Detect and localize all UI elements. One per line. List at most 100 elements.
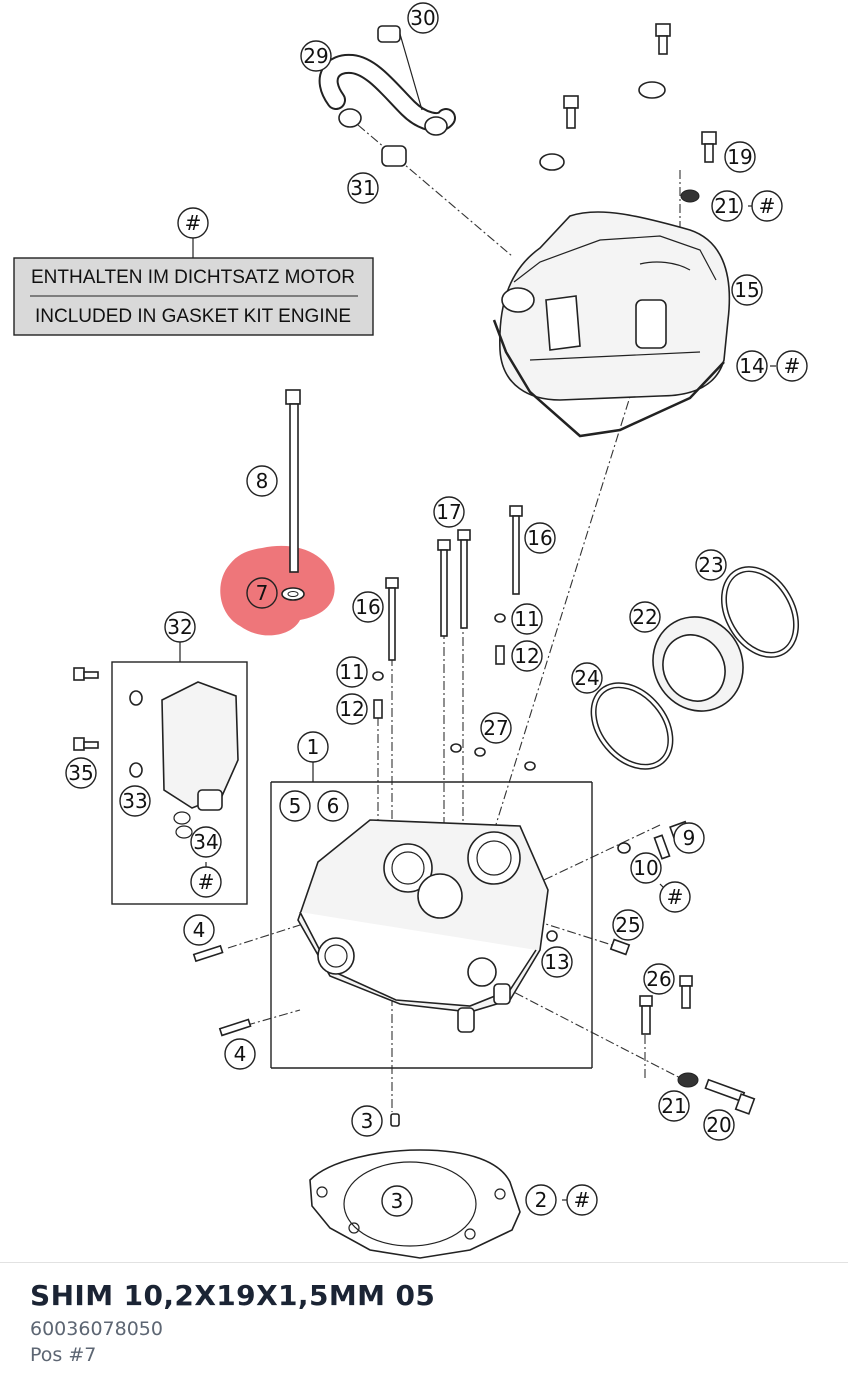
callout-15[interactable]: 15 (731, 274, 763, 306)
callout-4-upper[interactable]: 4 (183, 914, 215, 946)
svg-text:30: 30 (410, 6, 435, 30)
callout-hash-legend[interactable]: # (177, 207, 209, 239)
callout-30[interactable]: 30 (407, 2, 439, 34)
callout-1[interactable]: 1 (297, 731, 329, 763)
callout-12-right[interactable]: 12 (511, 640, 543, 672)
callouts: 7 30 29 31 19 21 # # 15 14 # 8 17 16 23 … (65, 2, 808, 1217)
callout-32[interactable]: 32 (164, 611, 196, 643)
svg-text:6: 6 (327, 794, 340, 818)
cylinder-head (270, 762, 593, 1069)
svg-text:4: 4 (193, 918, 206, 942)
svg-text:#: # (784, 354, 801, 378)
svg-text:13: 13 (544, 950, 569, 974)
cover-bolts (539, 23, 717, 203)
callout-21-top[interactable]: 21 (711, 190, 743, 222)
callout-25[interactable]: 25 (612, 909, 644, 941)
legend-text-en: INCLUDED IN GASKET KIT ENGINE (35, 306, 351, 327)
callout-3-lower[interactable]: 3 (381, 1185, 413, 1217)
svg-text:1: 1 (307, 735, 320, 759)
svg-text:3: 3 (391, 1189, 404, 1213)
callout-13[interactable]: 13 (541, 946, 573, 978)
callout-8[interactable]: 8 (246, 465, 278, 497)
svg-text:#: # (185, 211, 202, 235)
callout-34[interactable]: 34 (190, 826, 222, 858)
cylinder-head-bolt-long (281, 389, 305, 601)
callout-7[interactable]: 7 (246, 577, 278, 609)
callout-33[interactable]: 33 (119, 785, 151, 817)
svg-text:9: 9 (683, 826, 696, 850)
part-position: Pos #7 (30, 1344, 97, 1366)
callout-16-right[interactable]: 16 (524, 522, 556, 554)
svg-text:3: 3 (361, 1109, 374, 1133)
callout-23[interactable]: 23 (695, 549, 727, 581)
svg-text:21: 21 (714, 194, 739, 218)
svg-text:11: 11 (514, 607, 539, 631)
callout-29[interactable]: 29 (300, 40, 332, 72)
callout-hash-21[interactable]: # (751, 190, 783, 222)
callout-21-bottom[interactable]: 21 (658, 1090, 690, 1122)
callout-31[interactable]: 31 (347, 172, 379, 204)
callout-17[interactable]: 17 (433, 496, 465, 528)
callout-hash-10[interactable]: # (659, 881, 691, 913)
svg-text:25: 25 (615, 913, 640, 937)
info-divider (0, 1262, 848, 1263)
callout-5[interactable]: 5 (279, 790, 311, 822)
svg-text:12: 12 (514, 644, 539, 668)
svg-text:31: 31 (350, 176, 375, 200)
svg-text:17: 17 (436, 500, 461, 524)
svg-text:29: 29 (303, 44, 328, 68)
svg-text:15: 15 (734, 278, 759, 302)
part-title: SHIM 10,2X19X1,5MM 05 (30, 1279, 436, 1312)
callout-hash-2[interactable]: # (566, 1184, 598, 1216)
callout-3-upper[interactable]: 3 (351, 1105, 383, 1137)
tensioner-kit (73, 642, 248, 905)
callout-27[interactable]: 27 (480, 712, 512, 744)
svg-text:10: 10 (633, 856, 658, 880)
svg-text:24: 24 (574, 666, 599, 690)
callout-14[interactable]: 14 (736, 350, 768, 382)
callout-hash-34[interactable]: # (190, 866, 222, 898)
legend-text-de: ENTHALTEN IM DICHTSATZ MOTOR (31, 267, 355, 288)
callout-35[interactable]: 35 (65, 757, 97, 789)
callout-22[interactable]: 22 (629, 601, 661, 633)
svg-text:8: 8 (256, 469, 269, 493)
part-info-panel: SHIM 10,2X19X1,5MM 05 60036078050 Pos #7 (30, 1276, 435, 1368)
callout-11-left[interactable]: 11 (336, 656, 368, 688)
callout-19[interactable]: 19 (724, 141, 756, 173)
gasket-kit-legend: ENTHALTEN IM DICHTSATZ MOTOR INCLUDED IN… (13, 238, 374, 336)
breather-hose (318, 25, 456, 167)
svg-text:#: # (574, 1188, 591, 1212)
svg-text:27: 27 (483, 716, 508, 740)
callout-24[interactable]: 24 (571, 662, 603, 694)
svg-text:14: 14 (739, 354, 764, 378)
callout-2[interactable]: 2 (525, 1184, 557, 1216)
callout-20[interactable]: 20 (703, 1109, 735, 1141)
svg-text:26: 26 (646, 967, 671, 991)
head-gasket (309, 1149, 521, 1259)
svg-text:16: 16 (527, 526, 552, 550)
svg-text:22: 22 (632, 605, 657, 629)
callout-26[interactable]: 26 (643, 963, 675, 995)
svg-text:23: 23 (698, 553, 723, 577)
callout-9[interactable]: 9 (673, 822, 705, 854)
svg-text:2: 2 (535, 1188, 548, 1212)
callout-6[interactable]: 6 (317, 790, 349, 822)
svg-text:7: 7 (256, 581, 269, 605)
svg-text:19: 19 (727, 145, 752, 169)
callout-4-lower[interactable]: 4 (224, 1038, 256, 1070)
svg-text:35: 35 (68, 761, 93, 785)
svg-text:11: 11 (339, 660, 364, 684)
callout-11-right[interactable]: 11 (511, 603, 543, 635)
part-number: 60036078050 (30, 1318, 163, 1340)
callout-12-left[interactable]: 12 (336, 693, 368, 725)
callout-hash-14[interactable]: # (776, 350, 808, 382)
callout-16-left[interactable]: 16 (352, 591, 384, 623)
valve-cover (492, 211, 731, 438)
sensor-and-fittings (546, 820, 756, 1115)
svg-text:12: 12 (339, 697, 364, 721)
exploded-parts-diagram: ENTHALTEN IM DICHTSATZ MOTOR INCLUDED IN… (13, 2, 808, 1259)
callout-10[interactable]: 10 (630, 852, 662, 884)
svg-text:16: 16 (355, 595, 380, 619)
cylinder-head-bolts (372, 505, 536, 771)
svg-text:5: 5 (289, 794, 302, 818)
